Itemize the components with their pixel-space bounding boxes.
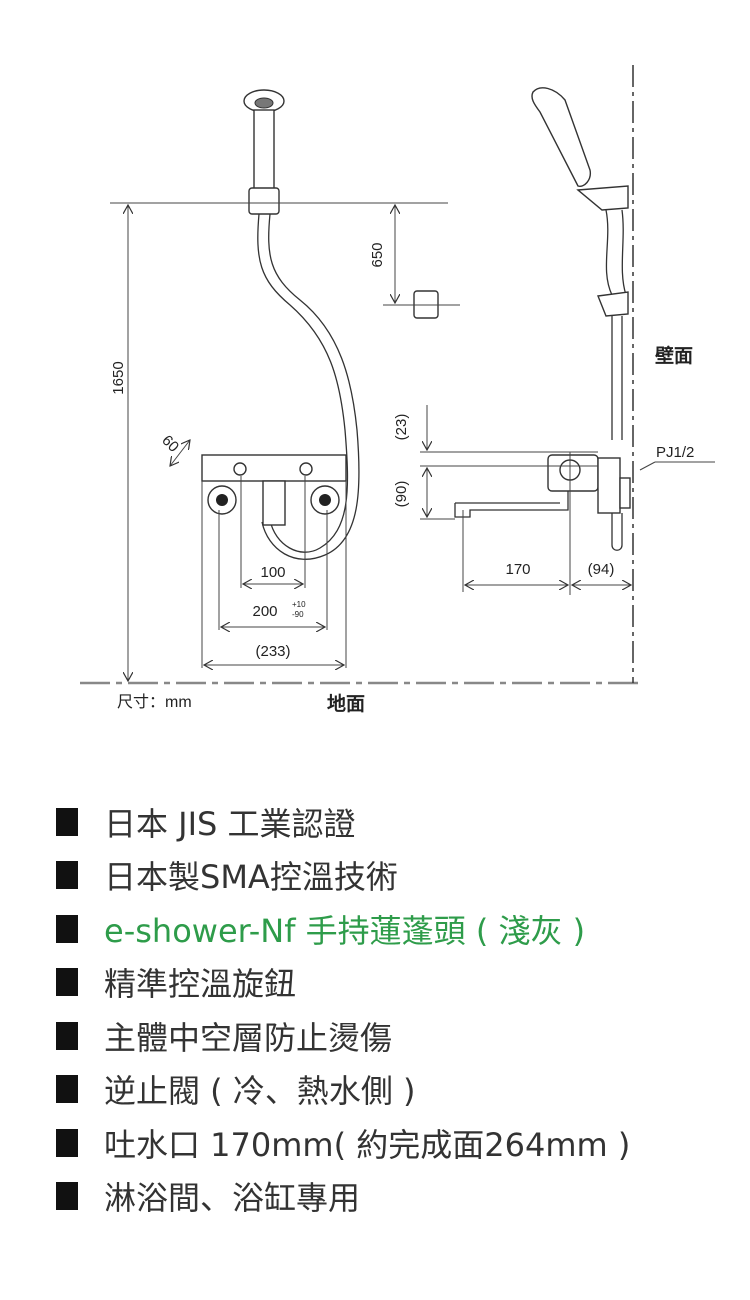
dim-200-tol-minus: -90 [292, 610, 304, 619]
feature-item: 日本 JIS 工業認證 [56, 795, 630, 849]
floor-label: 地面 [327, 692, 365, 715]
pj-label: PJ1/2 [656, 444, 694, 461]
dim-23-label: (23) [393, 414, 410, 441]
outlet-connector [262, 480, 286, 526]
shower-head-front [243, 89, 285, 215]
feature-item: 日本製SMA控溫技術 [56, 849, 630, 903]
dim-200-tol-plus: +10 [292, 600, 306, 609]
dim-1650-label: 1650 [110, 361, 127, 394]
bullet-square-icon [56, 914, 78, 943]
dim-94-label: (94) [588, 561, 615, 578]
unit-label: 尺寸：mm [117, 693, 192, 711]
dim-200-label: 200 [252, 603, 277, 620]
shower-hose [257, 213, 349, 553]
bullet-square-icon [56, 1075, 78, 1104]
dim-90-label: (90) [393, 481, 410, 508]
bullet-square-icon [56, 1182, 78, 1211]
bullet-square-icon [56, 861, 78, 890]
feature-item: 主體中空層防止燙傷 [56, 1009, 630, 1063]
dim-650-label: 650 [369, 242, 386, 267]
feature-list: 日本 JIS 工業認證 日本製SMA控溫技術 e-shower-Nf 手持蓮蓬頭… [56, 795, 630, 1223]
bullet-square-icon [56, 807, 78, 836]
technical-drawing: 1650 650 60 100 200 +10 -90 (233) 尺寸：mm … [80, 65, 715, 715]
feature-item: 精準控溫旋鈕 [56, 956, 630, 1010]
feature-item: 吐水口 170mm( 約完成面264mm ) [56, 1116, 630, 1170]
side-view: (23) (90) 170 (94) PJ1/2 壁面 [393, 87, 715, 595]
front-view: 1650 650 60 100 200 +10 -90 (233) 尺寸：mm … [110, 89, 460, 715]
dim-60-label: 60 [158, 432, 182, 456]
dim-233-label: (233) [255, 643, 290, 660]
dim-100-label: 100 [260, 564, 285, 581]
bullet-square-icon [56, 1128, 78, 1157]
feature-item: 淋浴間、浴缸專用 [56, 1170, 630, 1224]
shower-head-side [531, 87, 592, 187]
dim-170-label: 170 [505, 561, 530, 578]
wall-label: 壁面 [655, 344, 693, 367]
bullet-square-icon [56, 968, 78, 997]
bullet-square-icon [56, 1021, 78, 1050]
feature-item-highlight: e-shower-Nf 手持蓮蓬頭 ( 淺灰 ) [56, 902, 630, 956]
faucet-body-front [201, 454, 347, 482]
feature-item: 逆止閥 ( 冷、熱水側 ) [56, 1063, 630, 1117]
